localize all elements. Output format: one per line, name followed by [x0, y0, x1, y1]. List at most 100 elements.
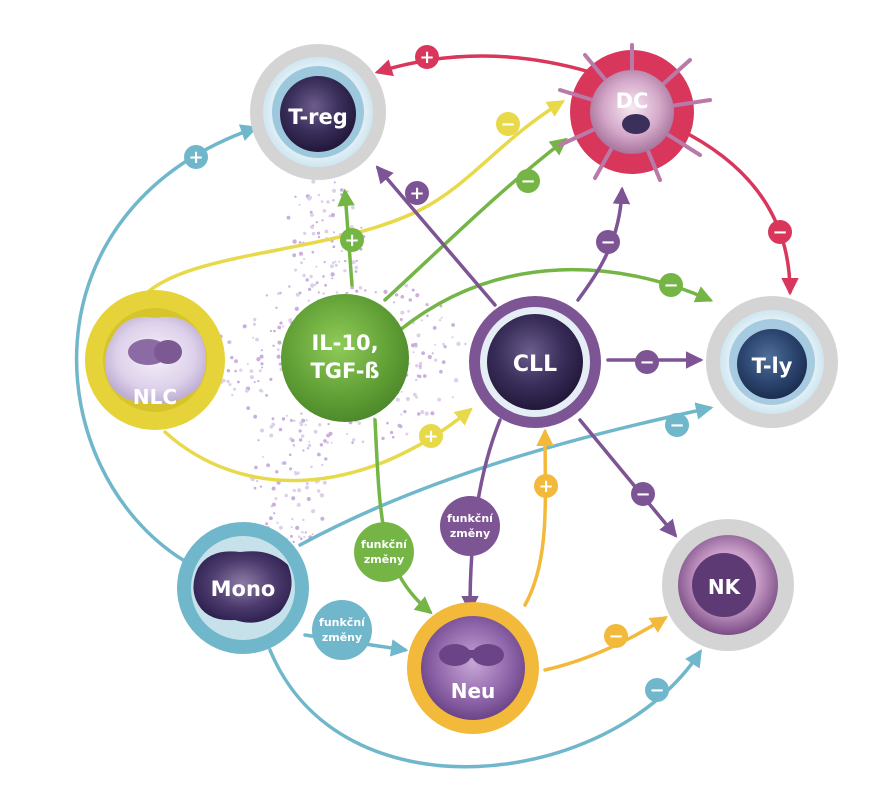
- cytokine-dot: [416, 374, 420, 378]
- cytokine-dot: [274, 497, 278, 501]
- cytokine-dot: [323, 260, 326, 264]
- badge-plus-dc-treg: +: [415, 45, 439, 69]
- badge-minus-cll-dc: −: [596, 230, 620, 254]
- cytokine-dot: [334, 263, 338, 267]
- cytokine-dot: [310, 283, 315, 288]
- cytokine-dot: [405, 396, 410, 402]
- cytokine-dot: [254, 465, 258, 470]
- cytokine-dot: [226, 369, 231, 373]
- node-dc: DC: [558, 43, 712, 182]
- cytokine-dot: [407, 309, 410, 313]
- cytokine-dot: [405, 432, 409, 436]
- svg-text:−: −: [669, 415, 684, 436]
- arrow-cytokines-to-dc: [383, 137, 568, 302]
- cytokine-dot: [310, 213, 314, 217]
- cytokine-dot: [340, 188, 344, 192]
- cytokine-dot: [340, 249, 343, 253]
- cytokine-dot: [306, 447, 310, 450]
- cytokine-dot: [400, 413, 403, 416]
- cytokine-dot: [434, 358, 438, 362]
- cytokine-dot: [438, 319, 442, 322]
- cytokine-dot: [431, 352, 434, 355]
- cytokine-dot: [292, 419, 296, 423]
- cytokine-dot: [253, 486, 257, 490]
- cytokine-dot: [326, 441, 329, 444]
- cytokine-dot: [381, 436, 385, 441]
- cytokine-dot: [305, 278, 309, 282]
- cytokine-dot: [330, 264, 334, 269]
- cytokine-dot: [258, 369, 262, 373]
- cytokine-dot: [417, 412, 421, 416]
- cytokine-dot: [320, 516, 325, 521]
- cytokine-dot: [260, 428, 264, 433]
- cytokine-dot: [317, 489, 321, 493]
- badge-minus-cll-nk: −: [631, 482, 655, 506]
- cytokine-dot: [308, 195, 312, 200]
- arrow-neu-to-nk: [543, 616, 668, 672]
- cytokine-dot: [322, 292, 325, 295]
- cytokine-dot: [391, 435, 395, 439]
- cytokine-dot: [303, 258, 306, 261]
- arrow-cll-to-nk: [578, 418, 678, 538]
- cytokine-dot: [255, 337, 259, 342]
- cytokine-dot: [318, 423, 322, 427]
- cytokine-dot: [261, 455, 264, 458]
- cytokine-dot: [288, 453, 292, 457]
- cytokine-dot: [296, 471, 300, 475]
- cytokine-dot: [439, 304, 443, 308]
- cytokine-dot: [338, 260, 341, 263]
- cytokine-dot: [282, 461, 287, 465]
- arrow-nlc-to-dc: [138, 100, 565, 302]
- arrow-dc-to-tly: [688, 133, 799, 296]
- cytokine-dot: [288, 318, 293, 323]
- cytokine-dot: [289, 467, 293, 471]
- cytokine-dot: [297, 535, 301, 538]
- cytokine-dot: [416, 333, 421, 338]
- cytokine-dot: [418, 361, 423, 366]
- cytokine-dot: [259, 354, 264, 359]
- cytokine-dot: [346, 432, 349, 435]
- cytokine-dot: [269, 424, 274, 429]
- cytokine-dot: [273, 329, 276, 333]
- cytokine-dot: [269, 433, 274, 438]
- cytokine-dot: [346, 190, 349, 193]
- cytokine-dot: [408, 298, 412, 302]
- cytokine-dot: [290, 534, 293, 538]
- cytokine-dot: [351, 260, 356, 265]
- cytokine-dot: [317, 452, 321, 457]
- cytokine-dot: [351, 441, 354, 444]
- cytokine-dot: [415, 364, 419, 368]
- cytokine-dot: [432, 326, 437, 330]
- cytokine-dot: [292, 253, 297, 258]
- cytokine-dot: [323, 439, 327, 443]
- cytokine-dot: [265, 522, 269, 526]
- badge-minus-mono-nk: −: [645, 678, 669, 702]
- cytokine-dot: [308, 440, 311, 443]
- svg-text:změny: změny: [322, 631, 362, 644]
- cytokine-dot: [265, 394, 268, 397]
- cytokine-dot: [437, 397, 442, 402]
- cytokine-dot: [242, 324, 247, 329]
- cytokine-dot: [335, 291, 339, 294]
- cytokine-dot: [331, 277, 334, 280]
- cytokine-dot: [440, 316, 443, 319]
- cytokine-dot: [249, 369, 254, 373]
- cytokine-dot: [271, 486, 276, 491]
- cytokine-dot: [311, 179, 316, 184]
- cytokine-dot: [269, 377, 273, 381]
- cytokine-dot: [411, 288, 415, 292]
- cytokine-dot: [295, 292, 300, 297]
- cytokine-dot: [276, 521, 279, 524]
- cytokine-dot: [383, 289, 388, 294]
- cytokine-dot: [355, 259, 358, 262]
- node-label-tly: T-ly: [752, 354, 793, 378]
- cytokine-dot: [246, 406, 251, 410]
- cytokine-dot: [322, 209, 327, 213]
- svg-text:funkční: funkční: [319, 616, 366, 629]
- cytokine-dot: [395, 293, 399, 297]
- cytokine-dot: [419, 364, 422, 368]
- node-label-treg: T-reg: [288, 105, 348, 129]
- cytokine-dot: [299, 421, 303, 425]
- cytokine-dot: [294, 268, 297, 272]
- badge-plus-neu-cll: +: [534, 474, 558, 498]
